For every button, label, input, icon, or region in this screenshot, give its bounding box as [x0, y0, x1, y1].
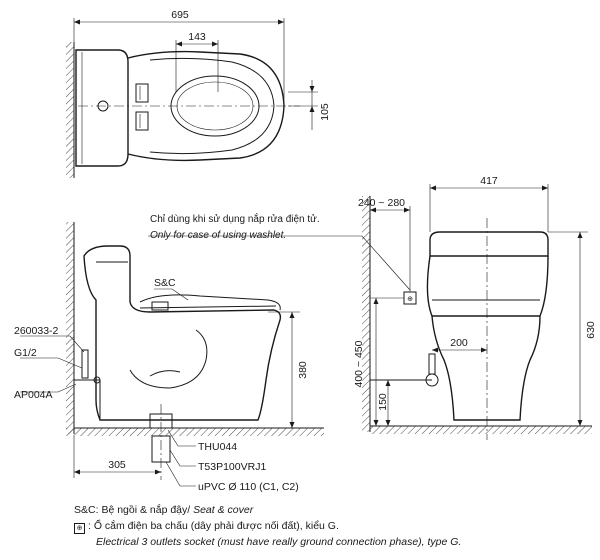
legend-sc-key: S&C:	[74, 504, 99, 516]
legend-socket: ⊕: Ổ cắm điện ba chấu (dây phải được nối…	[74, 520, 339, 534]
side-view: S&C 260033-2 G1/2 AP004A THU044 T53P100V…	[14, 222, 324, 493]
dim-supply-offset: 200	[450, 337, 468, 349]
socket-legend-icon: ⊕	[74, 523, 85, 534]
note-washlet-vi: Chỉ dùng khi sử dụng nắp rửa điện tử.	[150, 212, 320, 225]
note-washlet-en: Only for case of using washlet.	[150, 230, 286, 241]
floor-hatch	[66, 428, 324, 436]
legend-seat-cover: S&C: Bệ ngồi & nắp đậy/ Seat & cover	[74, 504, 253, 516]
label-part-260033: 260033-2	[14, 325, 59, 337]
label-part-ap004a: AP004A	[14, 389, 53, 401]
legend-socket-vi: : Ổ cắm điện ba chấu (dây phải được nối …	[88, 520, 339, 532]
label-part-g12: G1/2	[14, 347, 37, 359]
tank-front	[429, 231, 549, 257]
top-view: 695 143 105	[66, 9, 331, 178]
legend-sc-vi: Bệ ngồi & nắp đậy/	[101, 504, 191, 516]
label-part-t53p: T53P100VRJ1	[198, 461, 266, 473]
dim-supply-height: 150	[377, 393, 389, 411]
legend-socket-en: Electrical 3 outlets socket (must have r…	[96, 536, 462, 548]
tank-outline	[75, 49, 129, 167]
label-part-thu044: THU044	[198, 441, 237, 453]
front-view: ⊕ Chỉ dùng khi sử dụng nắp rửa điện tử. …	[148, 175, 597, 440]
dim-front-width: 417	[480, 175, 498, 187]
toilet-body-side	[83, 245, 282, 421]
dim-socket-offset: 240 ~ 280	[358, 197, 405, 209]
label-drain-pipe: uPVC Ø 110 (C1, C2)	[198, 481, 299, 493]
bowl-front	[431, 315, 541, 421]
dim-top-width: 695	[171, 9, 189, 21]
dim-bolt-offset: 105	[319, 103, 331, 121]
dim-rough-in: 305	[108, 459, 126, 471]
dim-socket-height: 400 ~ 450	[353, 340, 365, 387]
wall-hatch	[66, 42, 74, 178]
svg-text:⊕: ⊕	[407, 296, 413, 303]
hinge-top	[135, 83, 149, 103]
hinge-bottom	[135, 111, 149, 131]
dim-seat-width: 143	[188, 31, 206, 43]
label-seat-cover: S&C	[154, 277, 176, 289]
legend-sc-en: Seat & cover	[193, 504, 254, 516]
dim-side-height: 380	[297, 361, 309, 379]
dim-front-height: 630	[585, 321, 597, 339]
